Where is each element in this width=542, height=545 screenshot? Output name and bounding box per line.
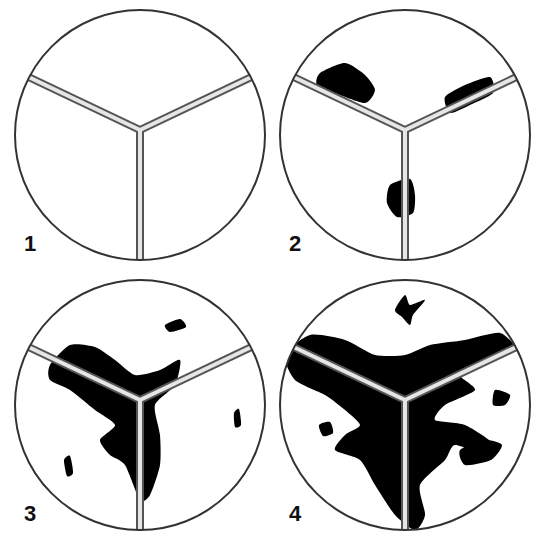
- precipitate-blob: [64, 456, 73, 477]
- micrograph-field: [15, 10, 265, 265]
- micrograph-field: [280, 10, 530, 265]
- grain-boundary: [283, 72, 405, 130]
- grain-boundary: [140, 72, 262, 130]
- grain-boundary: [403, 400, 407, 535]
- grain-boundary: [283, 342, 405, 400]
- precipitate-blob: [234, 409, 241, 428]
- micrograph-field: [280, 280, 530, 535]
- grain-boundary: [401, 400, 409, 535]
- panel-number: 4: [287, 502, 303, 526]
- grain-boundary: [405, 342, 527, 400]
- precipitate-blob: [165, 319, 186, 332]
- grain-boundary: [138, 130, 142, 265]
- grain-boundary: [138, 400, 142, 535]
- grain-boundary: [18, 342, 140, 400]
- grain-boundary: [136, 400, 144, 535]
- grain-boundary: [18, 72, 140, 130]
- field-outline: [280, 280, 530, 530]
- grain-boundary: [405, 342, 527, 400]
- grain-boundary: [283, 342, 405, 400]
- precipitate-blob: [395, 295, 425, 325]
- grain-boundary: [140, 72, 262, 130]
- field-outline: [15, 10, 265, 260]
- grain-boundary: [18, 342, 140, 400]
- grain-boundary: [140, 342, 262, 400]
- field-outline: [280, 10, 530, 260]
- grain-boundary: [403, 130, 407, 265]
- grain-boundary: [136, 130, 144, 265]
- grain-boundary: [140, 342, 262, 400]
- precipitate-blob: [493, 390, 511, 406]
- precipitate-blob: [316, 63, 375, 103]
- grain-boundary: [18, 72, 140, 130]
- panel-number: 2: [287, 232, 303, 256]
- field-outline: [15, 280, 265, 530]
- precipitate-blob: [459, 440, 502, 465]
- grain-boundary: [401, 130, 409, 265]
- grain-boundary: [405, 72, 527, 130]
- precipitate-blob: [387, 179, 415, 217]
- micrograph-field: [15, 280, 265, 535]
- grain-boundary: [283, 72, 405, 130]
- panel-number: 1: [22, 232, 38, 256]
- panel-number: 3: [22, 502, 38, 526]
- grain-boundary: [405, 72, 527, 130]
- precipitate-blob: [319, 422, 333, 436]
